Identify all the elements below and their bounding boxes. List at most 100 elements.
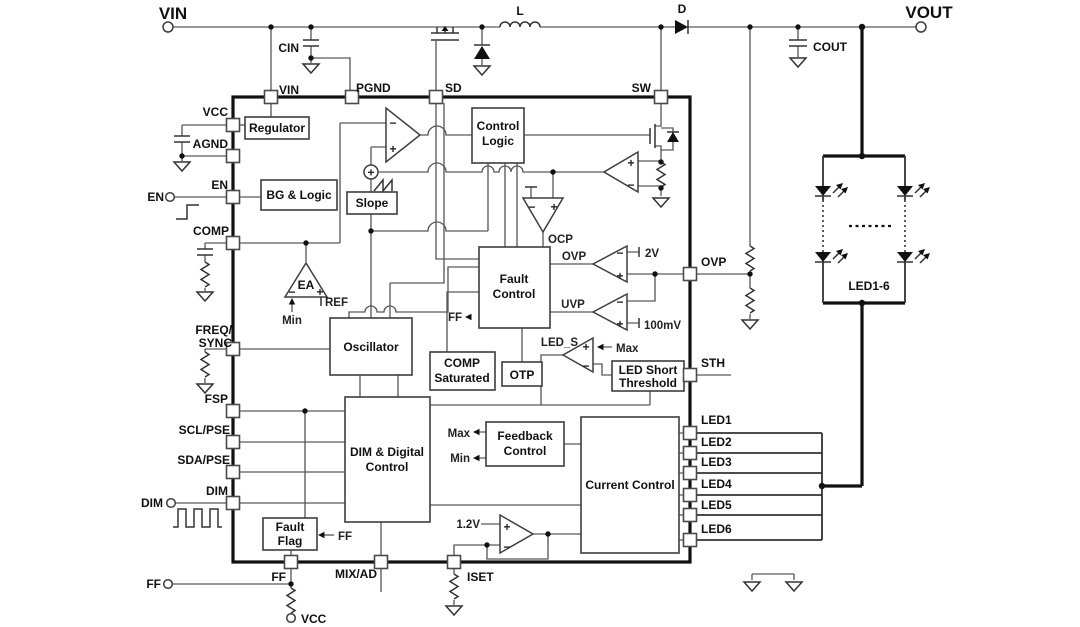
cs-plus: + [627, 156, 634, 170]
led-icon [897, 183, 930, 198]
pin-sda-pse [225, 464, 241, 480]
min-ea-arrow [288, 298, 296, 305]
pin-sw-label: SW [632, 81, 652, 95]
block-otp [501, 361, 543, 387]
block-oscillator [329, 317, 413, 376]
pin-sda-label: SDA/PSE [177, 453, 230, 467]
pin-led6 [682, 532, 698, 548]
block-fault-flag-label1: Fault [276, 520, 305, 534]
block-led-short-label2: Threshold [619, 376, 677, 390]
pin-led2-label: LED2 [701, 435, 732, 449]
pin-led4-label: LED4 [701, 477, 732, 491]
ref-100mv-label: 100mV [644, 320, 681, 332]
block-dim-digital-label1: DIM & Digital [350, 445, 424, 459]
vcc-ext-label: VCC [301, 612, 327, 626]
internal-nmos [649, 124, 679, 148]
pin-sd [428, 89, 444, 105]
pin-led3-label: LED3 [701, 455, 732, 469]
block-fault-control-label1: Fault [500, 272, 529, 286]
vcc-terminal [285, 612, 297, 624]
inductor-coil [499, 21, 541, 28]
block-comp-saturated-label2: Saturated [434, 371, 489, 385]
block-oscillator-label: Oscillator [343, 340, 399, 354]
ocp-comparator [521, 197, 565, 234]
leds-minus: − [582, 359, 589, 373]
pin-sth-label: STH [701, 356, 725, 370]
pwm-comparator [385, 106, 422, 164]
pin-ff-label: FF [271, 570, 286, 584]
block-led-short-threshold [611, 360, 685, 392]
ref-1v2-label: 1.2V [456, 519, 480, 531]
pin-sd-label: SD [445, 81, 462, 95]
ground-icon [472, 65, 492, 77]
max-led-arrow [597, 343, 604, 351]
pin-led4 [682, 487, 698, 503]
uvp-minus: − [616, 295, 623, 309]
pin-led6-label: LED6 [701, 522, 732, 536]
cout-label: COUT [813, 40, 848, 54]
block-feedback-label1: Feedback [497, 429, 553, 443]
blocks: Regulator BG & Logic Slope Control Logic… [244, 107, 685, 554]
sense-resistor [651, 161, 671, 209]
pin-scl-label: SCL/PSE [179, 423, 230, 437]
led-s-signal-label: LED_S [541, 337, 578, 349]
error-amplifier [283, 261, 329, 298]
ground-icon [784, 581, 804, 593]
step-waveform-icon [176, 204, 199, 220]
vout-label: VOUT [905, 3, 953, 22]
sawtooth-icon [373, 177, 393, 194]
inductor-label: L [516, 4, 523, 18]
block-fault-flag [262, 517, 318, 551]
min-fb-label: Min [450, 453, 470, 465]
pin-comp [225, 235, 241, 251]
ff-ext-label: FF [146, 577, 161, 591]
ic-pins [225, 89, 698, 570]
comp-rc [195, 248, 215, 303]
uvp-plus: + [616, 317, 623, 331]
pin-mix-ad [373, 554, 389, 570]
pin-vcc [225, 117, 241, 133]
ground-icon [742, 581, 762, 593]
pin-vcc-label: VCC [203, 105, 229, 119]
ff-fault-control-label: FF [448, 312, 462, 324]
ground-icon [740, 319, 760, 331]
ic-boundary [231, 95, 692, 564]
ff-in-arrow [318, 531, 325, 539]
ovp-divider [740, 245, 760, 331]
ff-out-arrow [465, 313, 472, 321]
max-arrow [473, 428, 480, 436]
block-control-logic [471, 107, 525, 164]
pin-iset-label: ISET [467, 570, 494, 584]
junctions [179, 23, 866, 587]
labels: VIN VOUT CIN L D COUT EN DIM FF VCC VIN … [141, 2, 953, 626]
min-ea-label: Min [282, 315, 302, 327]
ground-icon [301, 63, 321, 75]
dim-terminal [165, 497, 177, 509]
block-led-short-label1: LED Short [619, 363, 678, 377]
pin-freq-label1: FREQ/ [195, 323, 232, 337]
block-feedback-label2: Control [504, 444, 547, 458]
internal-symbols [288, 124, 679, 539]
pin-pgnd-label: PGND [356, 81, 391, 95]
pin-scl-pse [225, 434, 241, 450]
pin-mixad-label: MIX/AD [335, 567, 377, 581]
block-current-control [580, 416, 680, 554]
pwm-minus: − [389, 116, 396, 130]
output-capacitor [788, 39, 808, 69]
block-fault-control-label2: Control [493, 287, 536, 301]
ground-icon [444, 605, 464, 617]
dim-ext-label: DIM [141, 496, 163, 510]
uvp-signal-label: UVP [561, 299, 585, 311]
cs-minus: − [627, 178, 634, 192]
en-ext-label: EN [147, 190, 164, 204]
pin-en [225, 189, 241, 205]
pin-led2 [682, 445, 698, 461]
freq-resistor [195, 351, 215, 395]
pin-agnd-label: AGND [193, 137, 229, 151]
pin-sw [653, 89, 669, 105]
leds-plus: + [582, 340, 589, 354]
pin-vin [263, 89, 279, 105]
led-icon [815, 183, 848, 198]
uvp-comparator [591, 292, 628, 332]
